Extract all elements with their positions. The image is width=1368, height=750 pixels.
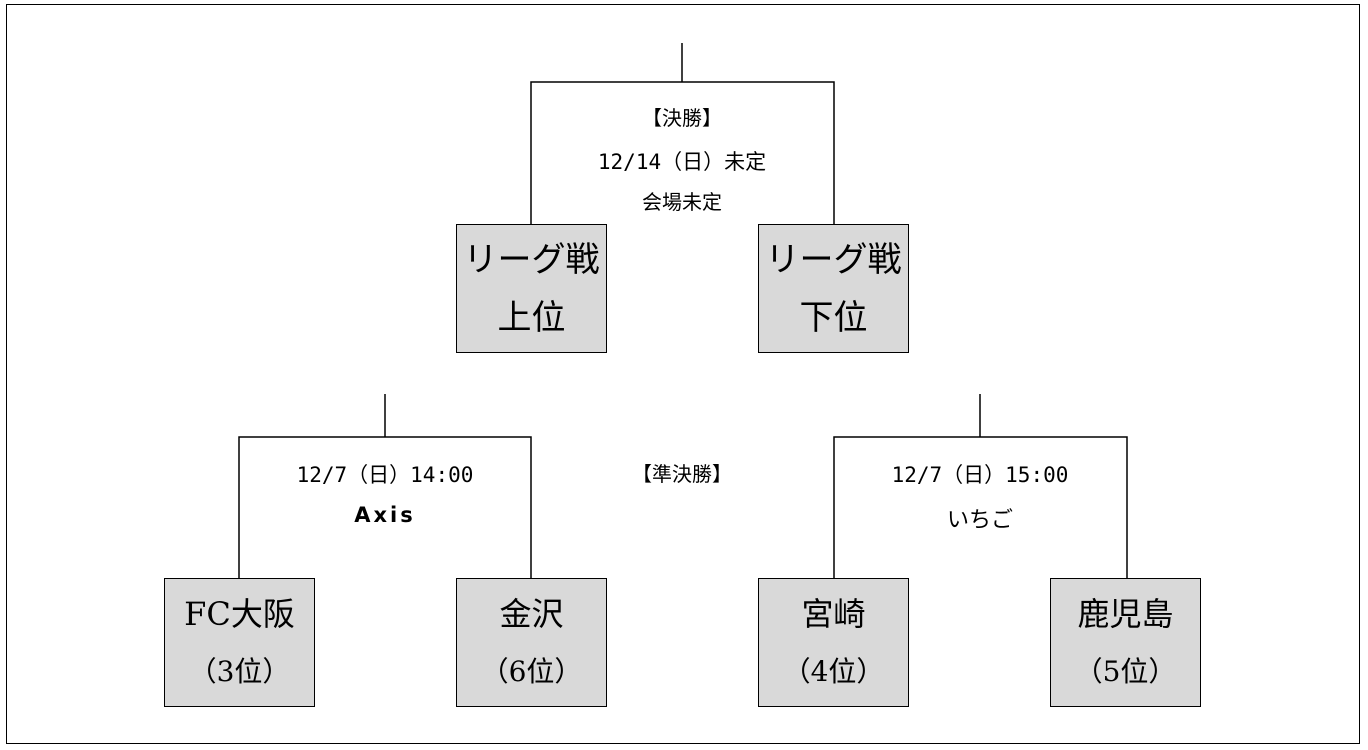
- final-slot-lower-line1: リーグ戦: [765, 239, 902, 280]
- semifinal-right-bracket-line: [833, 436, 1128, 578]
- team-name: 金沢: [499, 594, 564, 633]
- semifinal-left-bracket-line: [238, 436, 532, 578]
- team-box-kanazawa: 金沢 （6位）: [456, 578, 607, 707]
- final-bracket-line: [530, 81, 835, 224]
- semifinal-right-venue: いちご: [946, 508, 1013, 533]
- team-rank: （5位）: [1074, 654, 1177, 688]
- team-box-fc-osaka: FC大阪 （3位）: [164, 578, 315, 707]
- final-slot-upper-line2: 上位: [497, 297, 566, 338]
- final-slot-upper: リーグ戦 上位: [456, 224, 607, 353]
- semifinal-left-datetime: 12/7（日）14:00: [296, 463, 474, 487]
- semifinal-label: 【準決勝】: [632, 462, 732, 486]
- team-name: FC大阪: [184, 594, 295, 633]
- team-rank: （4位）: [782, 654, 885, 688]
- team-box-miyazaki: 宮崎 （4位）: [758, 578, 909, 707]
- final-label: 【決勝】: [642, 106, 722, 130]
- final-slot-lower-line2: 下位: [799, 297, 868, 338]
- team-rank: （3位）: [188, 654, 291, 688]
- final-slot-lower: リーグ戦 下位: [758, 224, 909, 353]
- team-name: 鹿児島: [1077, 594, 1174, 633]
- final-venue: 会場未定: [642, 190, 722, 214]
- diagram-frame: [6, 4, 1360, 744]
- final-datetime: 12/14（日）未定: [597, 150, 767, 174]
- semifinal-left-venue: Axis: [354, 503, 416, 527]
- team-rank: （6位）: [480, 654, 583, 688]
- team-name: 宮崎: [801, 594, 866, 633]
- semifinal-right-datetime: 12/7（日）15:00: [891, 463, 1069, 487]
- final-slot-upper-line1: リーグ戦: [463, 239, 600, 280]
- team-box-kagoshima: 鹿児島 （5位）: [1050, 578, 1201, 707]
